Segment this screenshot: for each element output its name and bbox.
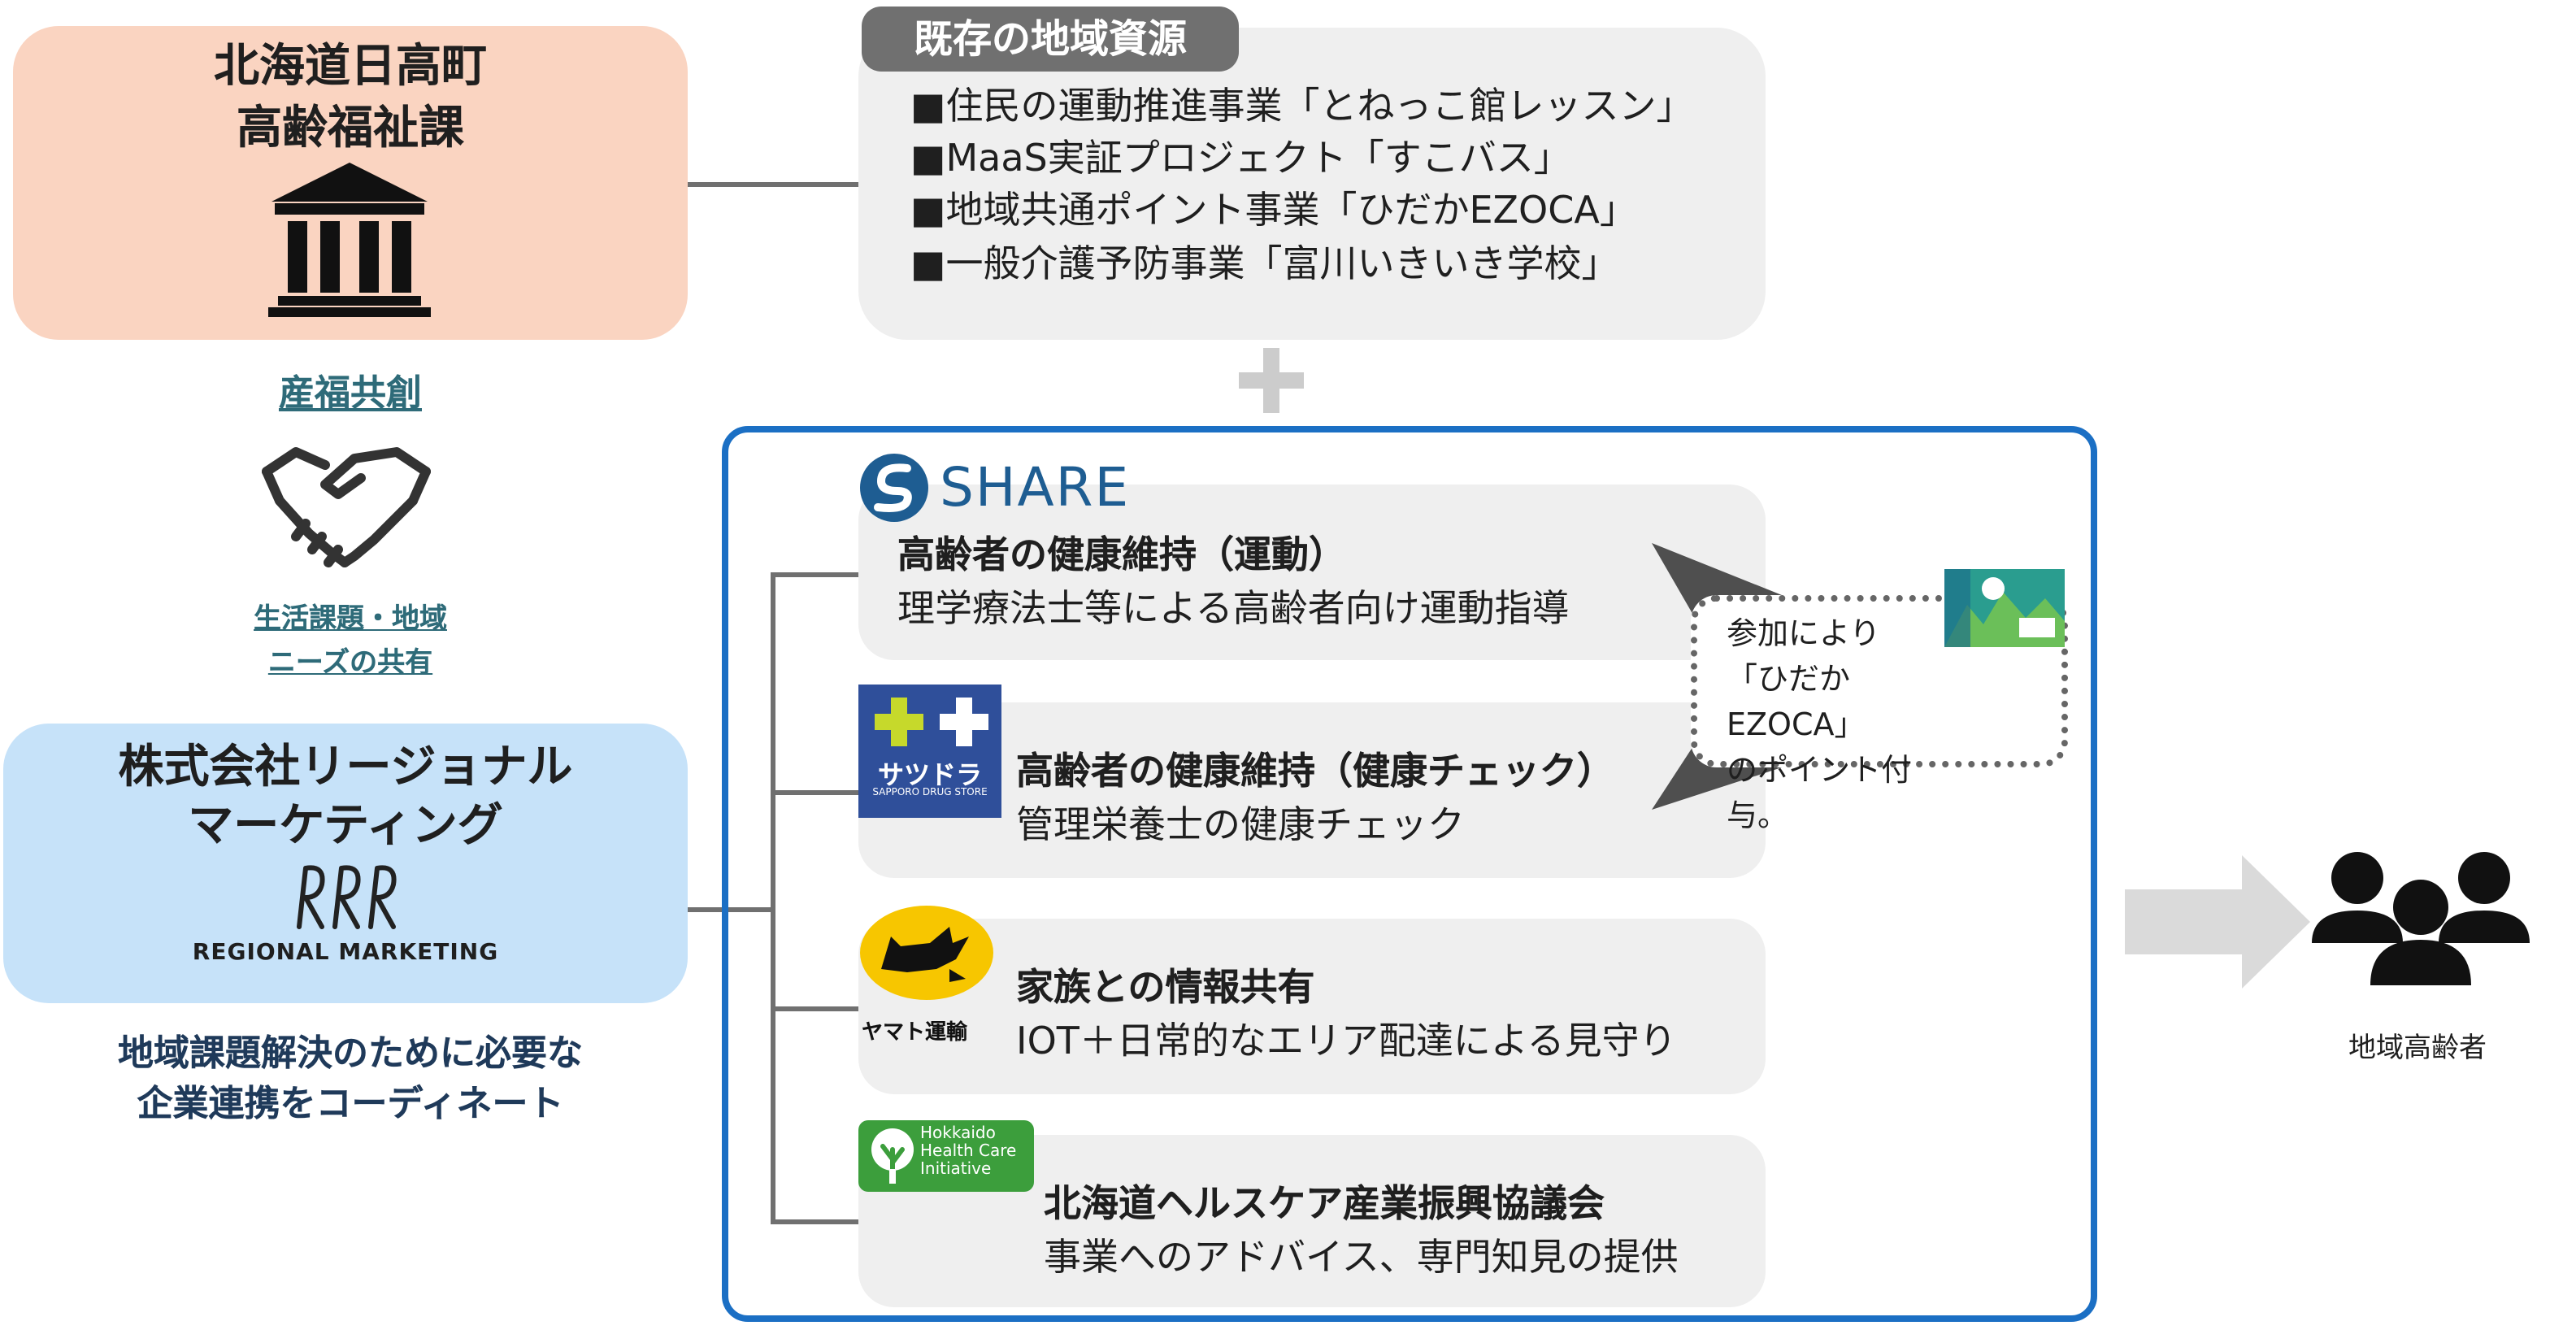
town-department: 高齢福祉課 — [236, 101, 464, 154]
points-bubble-text: 参加により 「ひだかEZOCA」 のポイント付与。 — [1727, 611, 1970, 839]
satudora-logo: サツドラ SAPPORO DRUG STORE — [858, 685, 1001, 818]
connector-branch-3 — [771, 1006, 858, 1011]
share-logo-icon — [860, 454, 928, 522]
town-name: 北海道日高町 — [213, 39, 487, 93]
partner-title-share: 高齢者の健康維持（運動） — [897, 535, 1346, 577]
satudora-logo-subtext: SAPPORO DRUG STORE — [872, 787, 988, 798]
coordination-text: 地域課題解決のために必要な 企業連携をコーディネート — [13, 1029, 688, 1130]
resource-item-text: 地域共通ポイント事業「ひだかEZOCA」 — [945, 190, 1637, 233]
satudora-logo-text: サツドラ — [877, 759, 982, 790]
partners-frame — [722, 426, 2097, 1322]
connector-rm-frame — [688, 907, 775, 912]
bullet-square: ■ — [910, 138, 946, 180]
partner-title-satudora: 高齢者の健康維持（健康チェック） — [1016, 751, 1614, 793]
share-logo-text: SHARE — [940, 455, 1131, 519]
hhci-logo: Hokkaido Health Care Initiative — [858, 1120, 1034, 1192]
yamato-logo-text: ヤマト運輸 — [862, 1021, 968, 1045]
connector-trunk — [771, 572, 775, 1223]
plus-icon — [1239, 348, 1304, 413]
hhci-logo-text: Hokkaido Health Care Initiative — [920, 1125, 1017, 1179]
bank-building-icon — [268, 163, 431, 317]
bubble-line-3: のポイント付与。 — [1727, 753, 1913, 834]
ezoca-card-icon — [1944, 569, 2065, 647]
partner-desc-satudora: 管理栄養士の健康チェック — [1016, 805, 1465, 847]
bubble-line-2: 「ひだかEZOCA」 — [1727, 662, 1866, 743]
resource-item-4: ■一般介護予防事業「富川いきいき学校」 — [910, 239, 1618, 291]
resources-panel — [858, 28, 1766, 340]
bullet-square: ■ — [910, 244, 946, 286]
yamato-cat-logo-icon — [860, 906, 993, 1000]
rm-name-line-1: 株式会社リージョナル — [118, 740, 573, 793]
coordination-line-2: 企業連携をコーディネート — [137, 1084, 564, 1125]
connector-branch-4 — [771, 1219, 858, 1224]
coordination-line-1: 地域課題解決のために必要な — [117, 1034, 583, 1075]
town-office-title: 北海道日高町 高齢福祉課 — [13, 36, 688, 159]
resource-item-text: 住民の運動推進事業「とねっこ館レッスン」 — [945, 86, 1694, 128]
partner-title-hhci: 北海道ヘルスケア産業振興協議会 — [1044, 1184, 1605, 1226]
arrow-right-icon — [2125, 855, 2310, 989]
sharing-line-1: 生活課題・地域 — [254, 603, 447, 636]
resource-item-1: ■住民の運動推進事業「とねっこ館レッスン」 — [910, 81, 1693, 133]
handshake-icon — [262, 447, 431, 567]
rm-name-line-2: マーケティング — [188, 798, 503, 852]
satudora-cross-icon — [875, 698, 988, 746]
resource-item-3: ■地域共通ポイント事業「ひだかEZOCA」 — [910, 185, 1637, 237]
partner-desc-share: 理学療法士等による高齢者向け運動指導 — [897, 589, 1570, 631]
rm-logo-text: REGIONAL MARKETING — [192, 940, 499, 966]
partner-box-yamato — [858, 919, 1766, 1094]
rm-logo-mark — [297, 865, 397, 929]
seniors-label: 地域高齢者 — [2348, 1032, 2487, 1065]
connector-branch-1 — [771, 572, 858, 577]
resources-header: 既存の地域資源 — [862, 7, 1239, 72]
people-group-icon — [2312, 852, 2530, 985]
partner-desc-yamato: IOT＋日常的なエリア配達による見守り — [1016, 1021, 1677, 1063]
partner-desc-hhci: 事業へのアドバイス、専門知見の提供 — [1044, 1237, 1679, 1280]
resource-item-text: MaaS実証プロジェクト「すこバス」 — [945, 138, 1571, 180]
bubble-line-1: 参加により — [1727, 616, 1881, 652]
sharing-note: 生活課題・地域 ニーズの共有 — [13, 598, 688, 686]
bullet-square: ■ — [910, 190, 946, 233]
partner-box-share — [858, 485, 1766, 660]
cocreation-label: 産福共創 — [278, 374, 422, 415]
bubble-tail-bottom — [1652, 735, 1782, 810]
connector-town-resources — [688, 182, 858, 187]
regional-marketing-title: 株式会社リージョナル マーケティング — [3, 738, 688, 855]
resource-item-text: 一般介護予防事業「富川いきいき学校」 — [945, 244, 1619, 286]
partner-box-satudora — [858, 702, 1766, 878]
sharing-line-2: ニーズの共有 — [267, 647, 433, 680]
connector-branch-2 — [771, 790, 858, 795]
regional-marketing-box — [3, 724, 688, 1003]
resource-item-2: ■MaaS実証プロジェクト「すこバス」 — [910, 133, 1571, 185]
partner-title-yamato: 家族との情報共有 — [1016, 967, 1315, 1010]
bullet-square: ■ — [910, 86, 946, 128]
tree-icon — [871, 1128, 914, 1184]
